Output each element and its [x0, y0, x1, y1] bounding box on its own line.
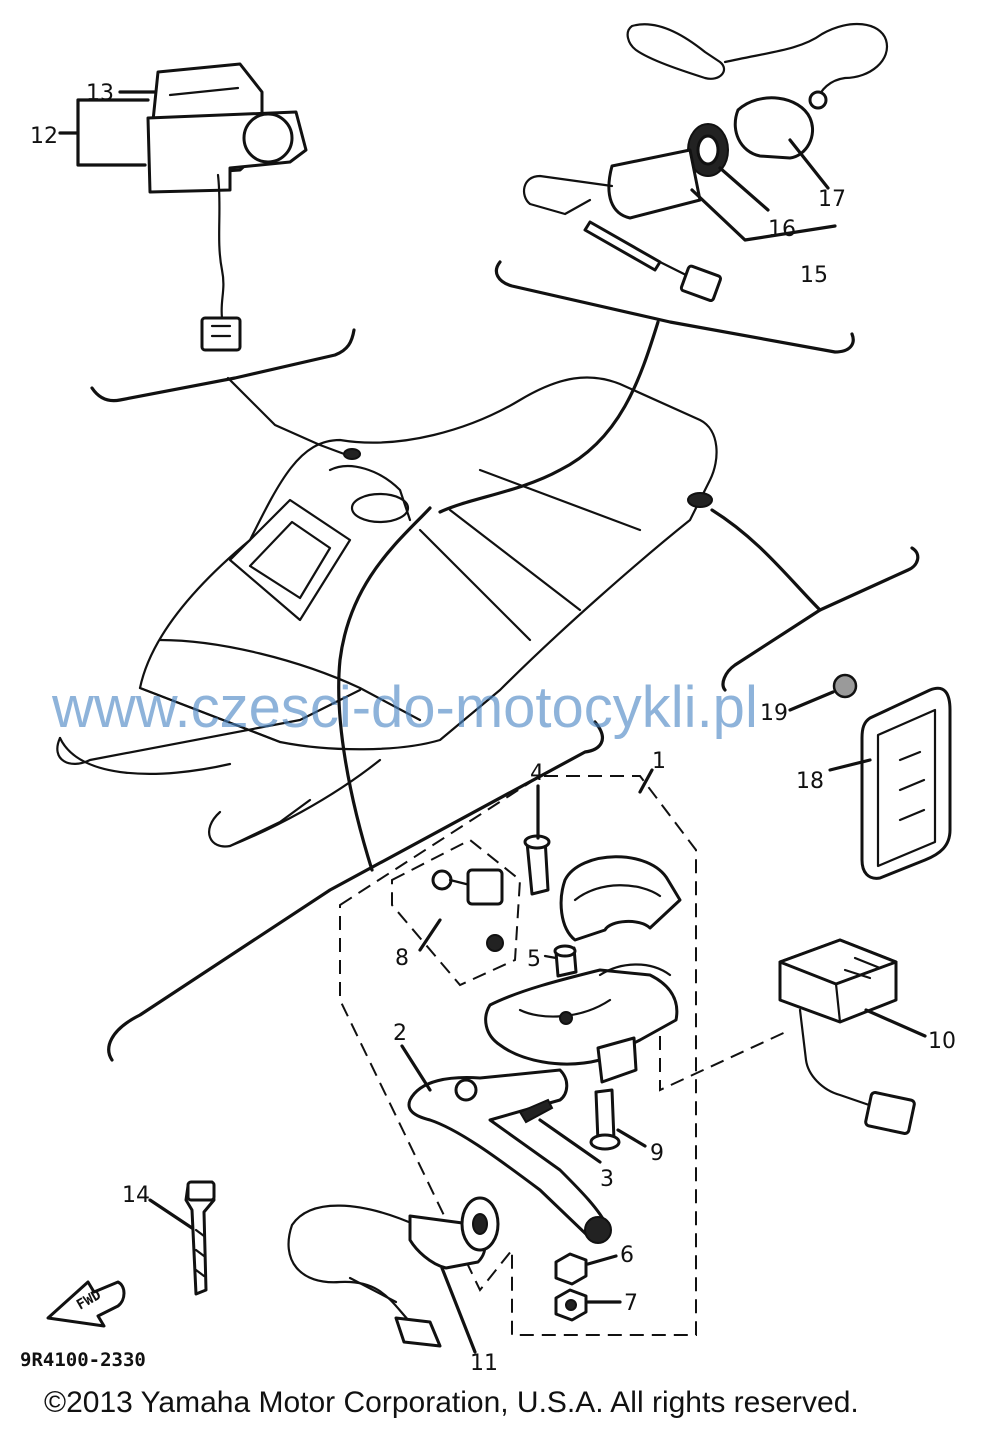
callout-11: 11	[470, 1351, 498, 1376]
wire-harness-main	[337, 506, 432, 872]
leader-11	[440, 1266, 477, 1354]
callout-17: 17	[818, 187, 846, 212]
handlebar-switch-12	[146, 62, 308, 352]
section-cut-line-left	[90, 328, 356, 403]
leader-2	[400, 1044, 432, 1092]
diagram-code: 9R4100-2330	[20, 1349, 146, 1371]
callout-3: 3	[600, 1167, 614, 1192]
section-cut-line-bottom	[107, 720, 604, 1062]
wire-to-switch	[226, 376, 357, 460]
screw-3	[518, 1098, 554, 1124]
leader-1	[638, 768, 654, 794]
leader-19	[788, 690, 835, 712]
leader-3	[538, 1118, 602, 1164]
callout-16: 16	[768, 217, 796, 242]
bracket-15	[690, 188, 837, 242]
nut-6	[554, 1252, 588, 1286]
callout-18: 18	[796, 769, 824, 794]
ignition-switch-15	[522, 22, 889, 303]
bolt-4	[523, 834, 551, 896]
callout-19: 19	[760, 701, 788, 726]
section-cut-line-right	[494, 260, 855, 354]
copyright-text: ©2013 Yamaha Motor Corporation, U.S.A. A…	[44, 1386, 859, 1419]
switch-10	[778, 938, 916, 1135]
callout-4: 4	[530, 761, 544, 786]
throttle-housing	[484, 963, 679, 1084]
leader-17	[788, 138, 830, 190]
leader-8	[418, 918, 442, 952]
leader-6	[586, 1254, 618, 1266]
callout-5: 5	[527, 947, 541, 972]
callout-1: 1	[652, 749, 666, 774]
leader-14	[148, 1198, 194, 1230]
callout-12: 12	[30, 124, 58, 149]
leader-9	[616, 1128, 647, 1148]
assembly-box-1	[339, 775, 697, 1336]
section-cut-line-tail	[721, 546, 920, 692]
leader-5	[543, 954, 558, 960]
watermark-text: www.czesci-do-motocykli.pl	[51, 675, 758, 740]
throttle-cable-11	[287, 1196, 500, 1348]
callout-13: 13	[86, 81, 114, 106]
wire-harness-right	[710, 508, 822, 612]
callout-15: 15	[800, 263, 828, 288]
wire-to-ignition	[438, 320, 660, 514]
connector-path-10	[659, 1029, 791, 1092]
small-parts-8	[431, 868, 504, 952]
callout-8: 8	[395, 946, 409, 971]
spring-5	[553, 944, 578, 978]
callout-6: 6	[620, 1243, 634, 1268]
callout-14: 14	[122, 1183, 150, 1208]
key-14	[184, 1180, 216, 1296]
leader-10	[864, 1008, 927, 1038]
front-direction-arrow: FWD	[46, 1280, 126, 1328]
throttle-lever-2	[407, 1068, 612, 1244]
tail-light-18	[832, 673, 952, 880]
snowmobile-body	[56, 376, 718, 848]
bracket-12	[58, 90, 157, 167]
throttle-cover	[559, 855, 682, 942]
callout-2: 2	[393, 1021, 407, 1046]
callout-7: 7	[624, 1291, 638, 1316]
leader-18	[828, 758, 872, 772]
callout-9: 9	[650, 1141, 664, 1166]
leader-16	[718, 166, 770, 212]
sub-assembly-box-8	[391, 838, 522, 987]
bolt-9	[589, 1088, 621, 1151]
nut-7	[554, 1288, 588, 1322]
callout-10: 10	[928, 1029, 956, 1054]
